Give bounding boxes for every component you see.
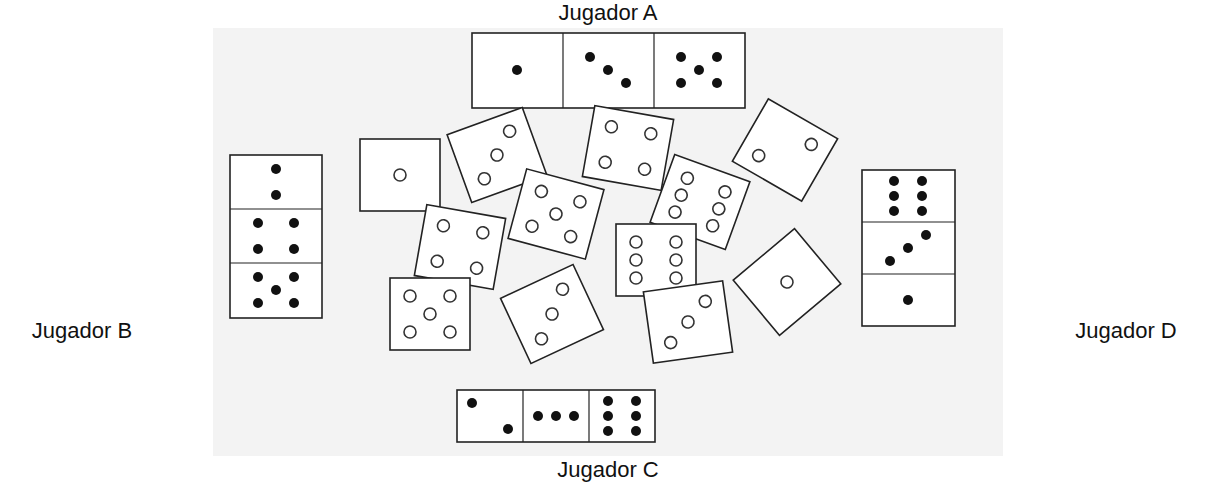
player-label: Jugador B [32,318,132,344]
pool-tile [501,264,604,363]
pool-tile [508,169,604,259]
pool-tile [616,224,696,296]
face-down-tiles [360,99,841,364]
player-b-dominoes [230,155,322,318]
pool-tile [360,139,440,211]
player-label: Jugador C [557,457,659,483]
player-d-dominoes [862,170,955,326]
pool-tile [390,278,470,350]
player-a-dominoes [472,33,745,108]
player-c-dominoes [457,390,655,442]
pool-tile [733,229,841,336]
pool-tile [582,106,673,191]
player-label: Jugador A [558,0,657,26]
table-ground [213,28,1003,456]
pool-tile [643,281,732,363]
player-label: Jugador D [1075,318,1177,344]
pool-tile [414,205,505,290]
